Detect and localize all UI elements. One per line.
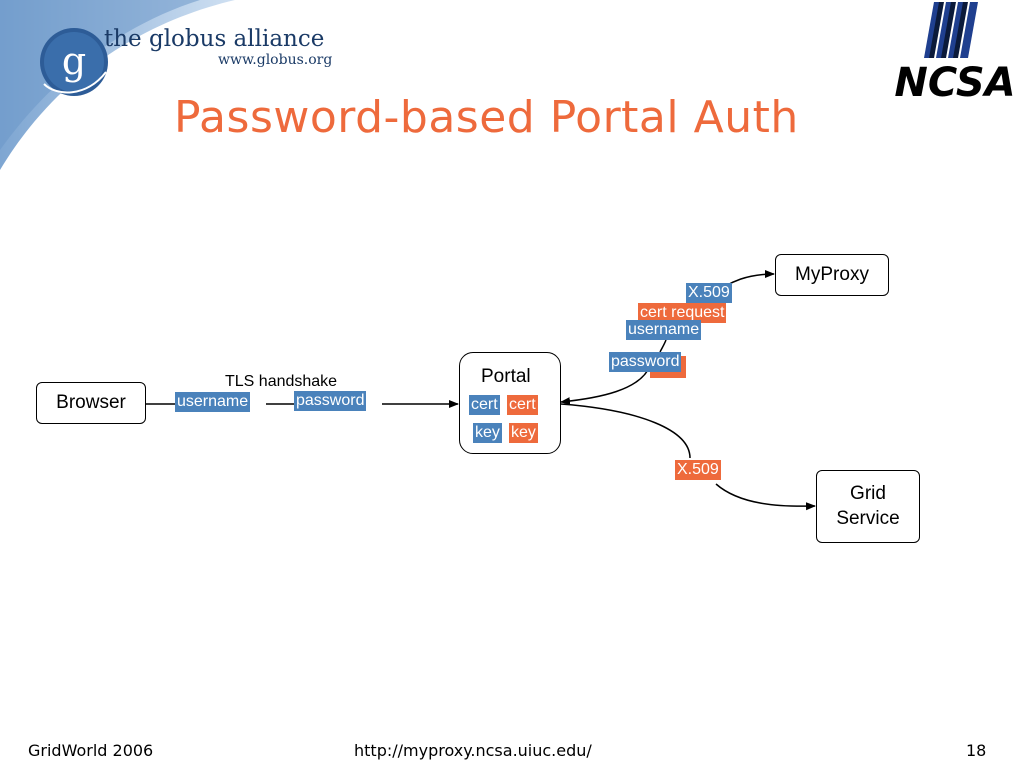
grid-service-label-line1: Grid [850, 482, 886, 504]
portal-cert-orange-tag: cert [507, 395, 538, 415]
browser-password-tag: password [294, 391, 367, 411]
globus-logo-icon: g [40, 28, 108, 96]
slide-title: Password-based Portal Auth [174, 92, 799, 143]
x509-to-grid-arrow [715, 483, 816, 511]
myproxy-node: MyProxy [775, 254, 889, 296]
portal-label: Portal [481, 366, 531, 387]
footer-event: GridWorld 2006 [28, 741, 154, 760]
logo-letter: g [62, 39, 86, 83]
ncsa-logo-icon: NCSA [894, 2, 1016, 100]
portal-to-x509-segment [560, 403, 691, 459]
page-number: 18 [966, 741, 987, 760]
portal-key-orange-tag: key [509, 423, 538, 443]
credential-link-segment [659, 339, 667, 353]
footer-url: http://myproxy.ncsa.uiuc.edu/ [354, 741, 592, 760]
myproxy-to-portal-arrow [560, 365, 651, 406]
org-url: www.globus.org [218, 52, 333, 68]
ncsa-logo-text: NCSA [894, 60, 1015, 100]
browser-node: Browser [36, 382, 146, 424]
myproxy-label: MyProxy [795, 263, 869, 285]
org-name: the globus alliance [104, 26, 325, 52]
myproxy-password-tag: password [609, 352, 682, 372]
grid-x509-tag: X.509 [675, 460, 721, 480]
browser-username-tag: username [175, 392, 251, 412]
tls-handshake-label: TLS handshake [225, 373, 338, 390]
cert-request-tag: cert request [638, 303, 727, 323]
myproxy-x509-tag: X.509 [686, 283, 732, 303]
portal-key-blue-tag: key [473, 423, 502, 443]
portal-cert-blue-tag: cert [469, 395, 500, 415]
myproxy-username-tag: username [626, 320, 702, 340]
browser-label: Browser [56, 391, 126, 413]
grid-service-label-line2: Service [836, 507, 900, 529]
grid-service-node: Grid Service [816, 470, 920, 543]
